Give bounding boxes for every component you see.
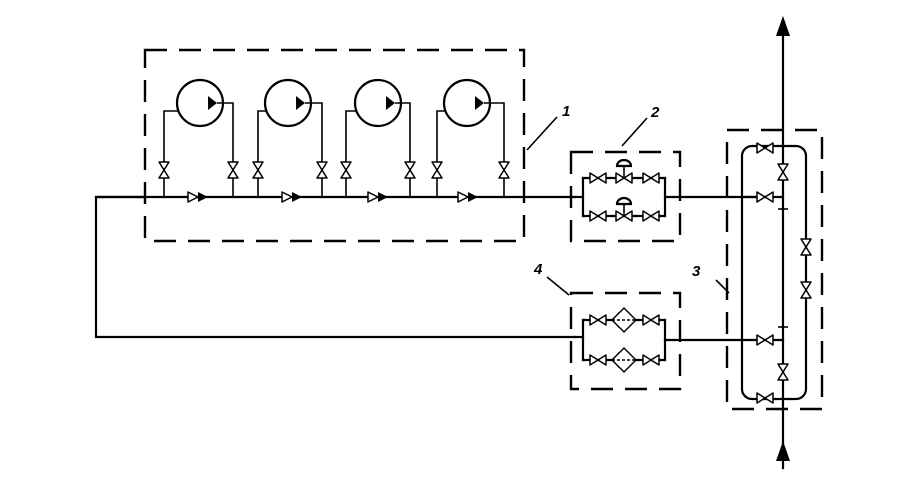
pump-1 [158,78,239,197]
filter-icon [611,307,637,333]
label-4: 4 [533,261,570,296]
label-2: 2 [621,104,660,147]
label-1: 1 [526,103,570,151]
check-valve-icon [187,191,208,203]
pump-3 [340,78,416,197]
manifold-unit [725,16,824,470]
flow-arrow-icon [776,16,790,36]
svg-text:3: 3 [692,263,701,280]
control-valve-icon [615,158,633,184]
svg-text:1: 1 [562,103,570,120]
control-valve-unit [569,150,762,243]
label-3: 3 [692,263,730,294]
pump-unit-boundary [143,48,526,243]
flow-arrow-icon [776,441,790,461]
pump-icon [208,96,217,110]
svg-text:2: 2 [650,104,660,121]
pump-4 [431,78,510,197]
filter-icon [611,347,637,373]
pump-icon [475,96,484,110]
return-line [94,195,577,339]
pump-2 [252,78,328,197]
filter-unit [569,291,762,391]
pump-icon [386,96,395,110]
check-valve-icon [457,191,478,203]
manifold-unit-boundary [725,128,824,411]
check-valve-icon [367,191,388,203]
pump-icon [296,96,305,110]
control-valve-icon [615,196,633,222]
check-valve-icon [281,191,302,203]
svg-text:4: 4 [533,261,543,278]
pump-unit [94,48,577,243]
filter-unit-boundary [569,291,682,391]
